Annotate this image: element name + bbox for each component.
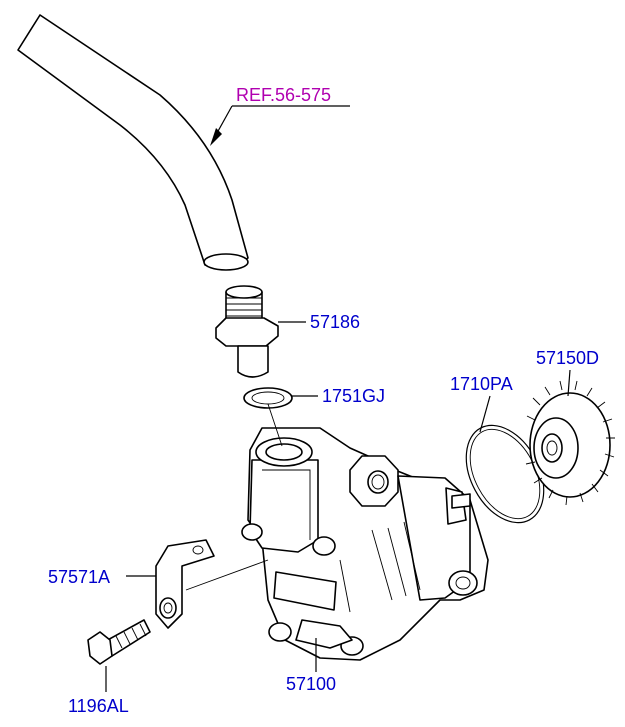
label-bolt: 1196AL xyxy=(68,696,129,716)
hose xyxy=(17,14,249,271)
fitting xyxy=(215,285,279,378)
bracket xyxy=(155,539,269,629)
leader-lines xyxy=(105,105,571,692)
label-bracket: 57571A xyxy=(48,567,110,587)
label-o-ring: 1710PA xyxy=(450,374,513,394)
gear xyxy=(525,380,615,506)
pump xyxy=(241,427,489,661)
label-gear: 57150D xyxy=(536,348,599,368)
callout-labels: REF.56-575 57186 1751GJ 1710PA 57150D 57… xyxy=(48,85,599,716)
label-ref-hose: REF.56-575 xyxy=(236,85,331,105)
label-pump: 57100 xyxy=(286,674,336,694)
label-washer: 1751GJ xyxy=(322,386,385,406)
label-fitting: 57186 xyxy=(310,312,360,332)
bolt xyxy=(87,619,151,665)
